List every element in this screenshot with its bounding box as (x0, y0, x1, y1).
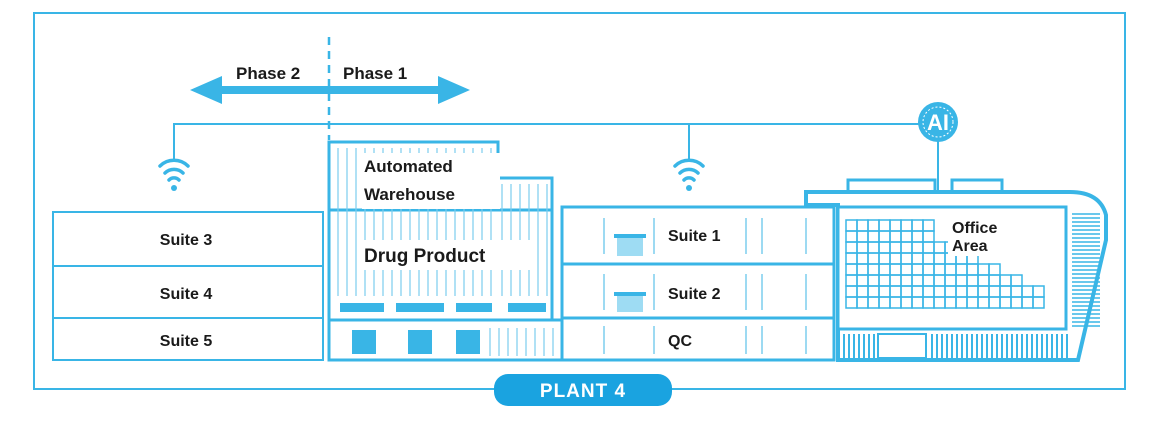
suite-2-label: Suite 2 (668, 286, 721, 303)
office-label-bg (948, 216, 1020, 256)
warehouse-line2: Warehouse (364, 185, 455, 204)
plant-label: PLANT 4 (540, 381, 626, 402)
warehouse-line1: Automated (364, 157, 453, 176)
left-building (52, 211, 324, 361)
network-lines (173, 123, 939, 192)
loading-bars (340, 303, 546, 312)
drug-product-bg (362, 240, 534, 270)
equipment-icons (614, 234, 646, 312)
suite-3-label: Suite 3 (160, 232, 213, 249)
office-line1: Office (952, 220, 997, 237)
office-building (804, 178, 1108, 362)
double-arrow-icon (190, 76, 470, 104)
warehouse-label-bg (362, 153, 500, 209)
wifi-icon (673, 158, 705, 191)
drug-product-label: Drug Product (364, 246, 486, 267)
suite-4-label: Suite 4 (160, 286, 213, 303)
phase-1-label: Phase 1 (343, 64, 407, 83)
wifi-icon (158, 158, 190, 191)
qc-label: QC (668, 333, 692, 350)
ai-label: AI (927, 110, 949, 135)
office-line2: Area (952, 238, 988, 255)
right-building (560, 205, 836, 362)
ai-icon: AI (918, 102, 958, 142)
dock-doors (352, 330, 480, 354)
suite-5-label: Suite 5 (160, 333, 213, 350)
phase-2-label: Phase 2 (236, 64, 300, 83)
plant-badge (494, 374, 672, 406)
suite-1-label: Suite 1 (668, 228, 721, 245)
